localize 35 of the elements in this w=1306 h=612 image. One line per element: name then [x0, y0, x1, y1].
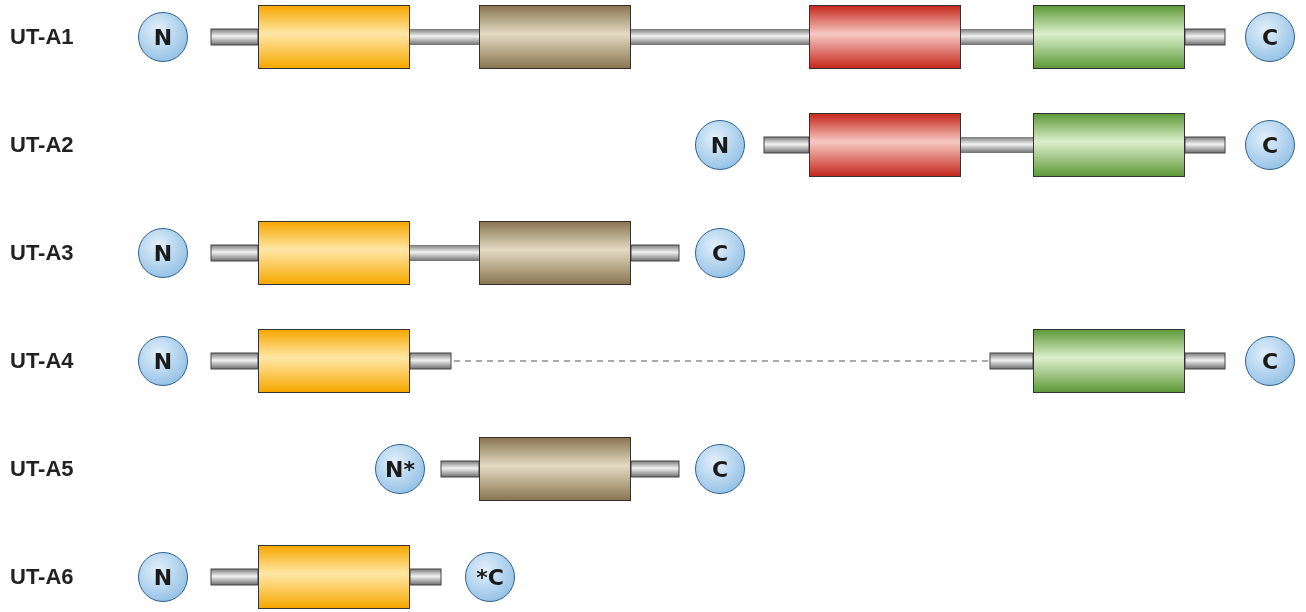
domain-box [479, 221, 631, 285]
domain-box [258, 329, 410, 393]
terminus-circle: N [138, 12, 188, 62]
row-label: UT-A1 [10, 24, 74, 50]
terminus-circle: *C [465, 552, 515, 602]
row-label: UT-A2 [10, 132, 74, 158]
terminus-circle: N [138, 552, 188, 602]
terminus-circle: N* [375, 444, 425, 494]
row-label: UT-A4 [10, 348, 74, 374]
domain-box [479, 5, 631, 69]
backbone-segment [410, 29, 479, 45]
backbone-segment [410, 245, 479, 261]
terminus-circle: N [695, 120, 745, 170]
domain-box [1033, 329, 1185, 393]
terminus-circle: C [1245, 12, 1295, 62]
backbone-segment [961, 29, 1033, 45]
terminus-circle: C [1245, 336, 1295, 386]
domain-box [1033, 113, 1185, 177]
backbone-segment [961, 137, 1033, 153]
row-label: UT-A3 [10, 240, 74, 266]
terminus-circle: N [138, 228, 188, 278]
terminus-circle: C [695, 444, 745, 494]
row-label: UT-A6 [10, 564, 74, 590]
domain-box [809, 113, 961, 177]
terminus-circle: C [695, 228, 745, 278]
domain-box [1033, 5, 1185, 69]
terminus-circle: C [1245, 120, 1295, 170]
domain-box [258, 221, 410, 285]
domain-box [809, 5, 961, 69]
row-label: UT-A5 [10, 456, 74, 482]
terminus-circle: N [138, 336, 188, 386]
backbone-segment [631, 29, 809, 45]
domain-box [479, 437, 631, 501]
domain-box [258, 545, 410, 609]
domain-box [258, 5, 410, 69]
